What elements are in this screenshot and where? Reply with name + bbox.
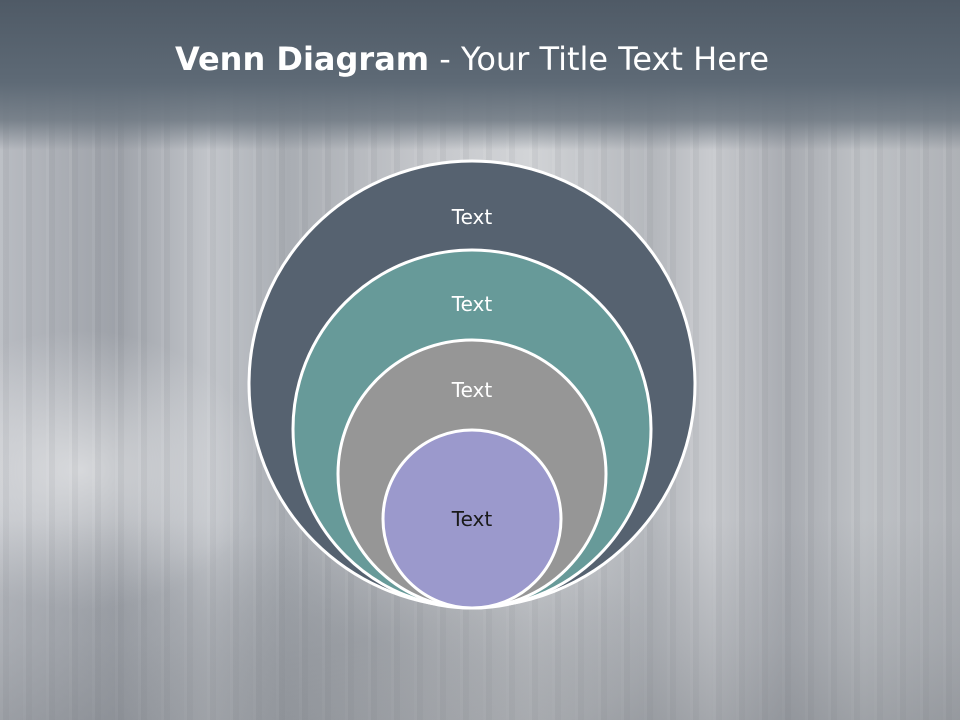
- slide-title-bold: Venn Diagram: [174, 40, 430, 78]
- slide-title[interactable]: Venn Diagram - Your Title Text Here: [0, 40, 944, 78]
- venn-label-1: Text: [451, 205, 493, 229]
- venn-label-3: Text: [451, 378, 493, 402]
- title-bar: [0, 0, 960, 150]
- slide-title-rest: - Your Title Text Here: [429, 40, 770, 78]
- venn-label-4: Text: [451, 507, 493, 531]
- venn-circle-4[interactable]: [381, 428, 563, 610]
- venn-label-2: Text: [451, 292, 493, 316]
